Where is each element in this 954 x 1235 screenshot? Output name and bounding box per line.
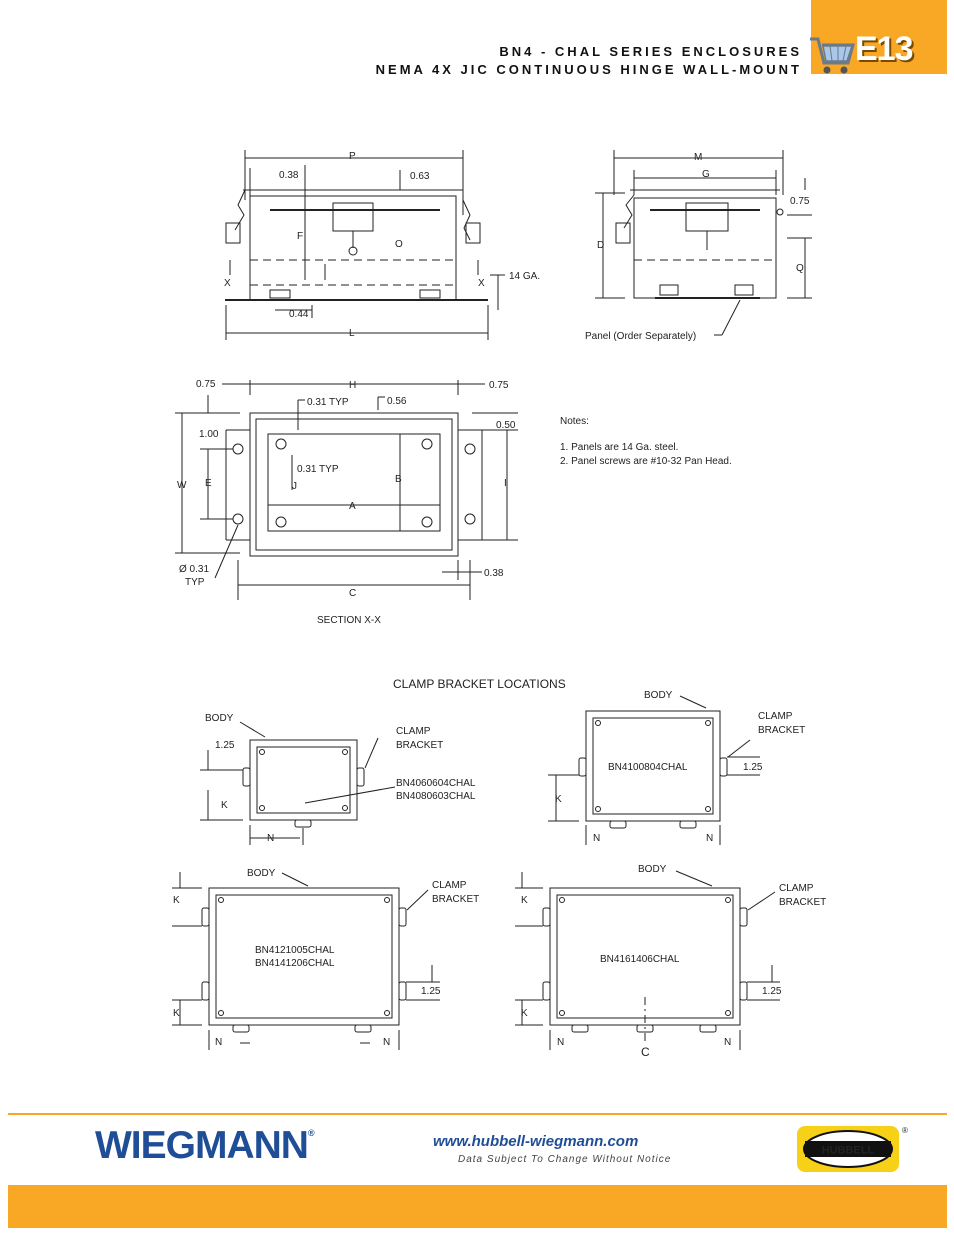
- dim-038-sec: 0.38: [484, 568, 504, 579]
- dim-125-b: 1.25: [743, 762, 763, 773]
- dim-038: 0.38: [279, 170, 299, 181]
- model-c2: BN4141206CHAL: [255, 958, 335, 969]
- model-a1: BN4060604CHAL: [396, 778, 476, 789]
- dim-14ga: 14 GA.: [509, 271, 540, 282]
- dim-D: D: [597, 240, 604, 251]
- centerline-label: C: [641, 1045, 650, 1059]
- dim-dia: Ø 0.31: [179, 564, 209, 575]
- dim-K-a: K: [221, 800, 228, 811]
- dim-050: 0.50: [496, 420, 516, 431]
- hubbell-registered-mark: ®: [902, 1126, 908, 1135]
- side-view-right: [595, 150, 812, 336]
- section-mark-x-left: X: [224, 278, 231, 289]
- website-link[interactable]: www.hubbell-wiegmann.com: [433, 1133, 639, 1150]
- section-mark-x-right: X: [478, 278, 485, 289]
- clamp-drawing-d: [515, 870, 780, 1050]
- note-1: 1. Panels are 14 Ga. steel.: [560, 442, 678, 453]
- brand-text: WIEGMANN: [95, 1124, 309, 1167]
- clamp-section-title: CLAMP BRACKET LOCATIONS: [393, 677, 566, 691]
- dim-H: H: [349, 380, 356, 391]
- dim-N-c2: N: [383, 1037, 390, 1048]
- dim-075-right: 0.75: [790, 196, 810, 207]
- clamp-label-b2: BRACKET: [758, 725, 805, 736]
- dim-056: 0.56: [387, 396, 407, 407]
- shopping-cart-icon: [810, 37, 855, 74]
- model-c1: BN4121005CHAL: [255, 945, 335, 956]
- dim-I: I: [504, 478, 507, 489]
- dim-F: F: [297, 231, 303, 242]
- dim-Q: Q: [796, 263, 804, 274]
- dim-125-c: 1.25: [421, 986, 441, 997]
- dim-C: C: [349, 588, 356, 599]
- dim-W: W: [177, 480, 187, 491]
- clamp-label-a2: BRACKET: [396, 740, 443, 751]
- dim-P: P: [349, 151, 356, 162]
- dim-125-d: 1.25: [762, 986, 782, 997]
- model-a2: BN4080603CHAL: [396, 791, 476, 802]
- dim-N-d2: N: [724, 1037, 731, 1048]
- section-code: E13: [855, 30, 913, 68]
- clamp-label-a1: CLAMP: [396, 726, 431, 737]
- hubbell-text: HUBBELL: [822, 1145, 875, 1157]
- body-label-c: BODY: [247, 868, 276, 879]
- dim-N-b1: N: [593, 833, 600, 844]
- dim-J: J: [292, 481, 297, 492]
- clamp-label-c1: CLAMP: [432, 880, 467, 891]
- dim-125-a: 1.25: [215, 740, 235, 751]
- dim-B: B: [395, 474, 402, 485]
- note-2: 2. Panel screws are #10-32 Pan Head.: [560, 456, 732, 467]
- clamp-label-d2: BRACKET: [779, 897, 826, 908]
- clamp-label-d1: CLAMP: [779, 883, 814, 894]
- technical-drawings: P 0.38 0.63 F O X X 14 GA. 0.44 L M G 0.…: [172, 150, 826, 1059]
- dim-K-d2: K: [521, 1008, 528, 1019]
- dim-K-c2: K: [173, 1008, 180, 1019]
- brand-registered-mark: ®: [307, 1128, 315, 1138]
- clamp-label-b1: CLAMP: [758, 711, 793, 722]
- dim-N-a: N: [267, 833, 274, 844]
- body-label-d: BODY: [638, 864, 667, 875]
- body-label-b: BODY: [644, 690, 673, 701]
- section-caption: SECTION X-X: [317, 615, 381, 626]
- dim-A: A: [349, 501, 356, 512]
- dim-031-typ: 0.31 TYP: [307, 397, 349, 408]
- clamp-drawing-c: [172, 872, 440, 1050]
- dim-L: L: [349, 328, 355, 339]
- notes-heading: Notes:: [560, 416, 589, 427]
- dim-K-b: K: [555, 794, 562, 805]
- dim-O: O: [395, 239, 403, 250]
- section-view: [175, 380, 518, 600]
- page-title-line1: BN4 - CHAL SERIES ENCLOSURES: [499, 44, 802, 59]
- body-label-a: BODY: [205, 713, 234, 724]
- page-title-line2: NEMA 4X JIC CONTINUOUS HINGE WALL-MOUNT: [375, 62, 802, 77]
- model-d: BN4161406CHAL: [600, 954, 680, 965]
- disclaimer-text: Data Subject To Change Without Notice: [458, 1154, 672, 1165]
- clamp-label-c2: BRACKET: [432, 894, 479, 905]
- clamp-drawing-b: [548, 695, 760, 845]
- side-view-left: [225, 150, 505, 340]
- dim-N-c1: N: [215, 1037, 222, 1048]
- panel-label: Panel (Order Separately): [585, 331, 696, 342]
- footer-rule: [8, 1113, 947, 1115]
- clamp-drawing-a: [200, 721, 396, 845]
- dim-M: M: [694, 152, 702, 163]
- dim-100: 1.00: [199, 429, 219, 440]
- footer-bar: [8, 1185, 947, 1228]
- dim-031-typ-b: 0.31 TYP: [297, 464, 339, 475]
- dim-G: G: [702, 169, 710, 180]
- hubbell-logo: HUBBELL: [797, 1126, 899, 1172]
- dim-063: 0.63: [410, 171, 430, 182]
- model-b: BN4100804CHAL: [608, 762, 688, 773]
- dim-075a: 0.75: [196, 379, 216, 390]
- dim-K-d1: K: [521, 895, 528, 906]
- dim-E: E: [205, 478, 212, 489]
- dim-typ: TYP: [185, 577, 205, 588]
- dim-044: 0.44: [289, 309, 309, 320]
- dim-N-d1: N: [557, 1037, 564, 1048]
- dim-N-b2: N: [706, 833, 713, 844]
- dim-K-c1: K: [173, 895, 180, 906]
- dim-075b: 0.75: [489, 380, 509, 391]
- wiegmann-logo: WIEGMANN®: [95, 1124, 315, 1168]
